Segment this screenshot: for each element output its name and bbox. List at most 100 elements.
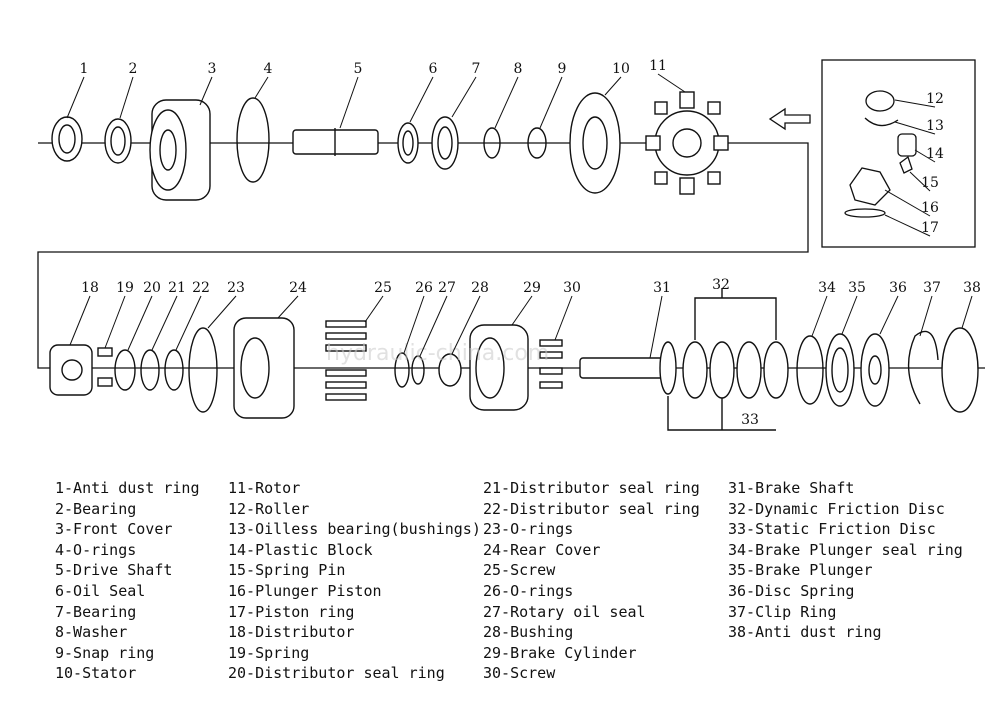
callout-leader <box>277 295 299 319</box>
callout-number: 7 <box>472 61 481 77</box>
callout-number: 4 <box>264 61 273 77</box>
callout-number: 31 <box>653 280 671 296</box>
part-anti-dust-ring-38 <box>941 327 979 413</box>
part-brake-plunger-seal-ring <box>796 335 824 405</box>
callout-leader <box>554 295 573 341</box>
legend-item: 30-Screw <box>483 664 556 683</box>
part-brake-shaft <box>579 357 671 379</box>
callout-number: 29 <box>523 280 541 296</box>
callout-leader <box>494 76 519 129</box>
callout-leader <box>604 76 622 96</box>
legend-item: 35-Brake Plunger <box>728 561 873 580</box>
callout-number: 8 <box>514 61 523 77</box>
part-distributor-seal-ring-20 <box>114 349 136 391</box>
part-screws-30 <box>539 339 563 389</box>
legend-item: 7-Bearing <box>55 602 137 621</box>
rotor-subassembly-frame <box>821 59 976 248</box>
legend-item: 25-Screw <box>483 561 556 580</box>
callout-number: 36 <box>889 280 907 296</box>
callout-leader <box>914 149 936 163</box>
part-distributor-seal-ring-21 <box>140 349 160 391</box>
callout-leader <box>254 76 269 99</box>
legend-item: 14-Plastic Block <box>228 540 373 559</box>
callout-number: 2 <box>129 61 138 77</box>
callout-number: 9 <box>558 61 567 77</box>
callout-number: 10 <box>612 61 630 77</box>
callout-number: 30 <box>563 280 581 296</box>
callout-number: 20 <box>143 280 161 296</box>
callout-number: 15 <box>921 175 939 191</box>
legend-item: 6-Oil Seal <box>55 581 146 600</box>
legend-item: 5-Drive Shaft <box>55 561 173 580</box>
callout-number: 13 <box>926 118 944 134</box>
legend-item: 29-Brake Cylinder <box>483 643 637 662</box>
callout-number: 11 <box>649 58 667 74</box>
callout-number: 27 <box>438 280 456 296</box>
legend-item: 13-Oilless bearing(bushings) <box>228 520 481 539</box>
callout-leader <box>539 76 563 129</box>
callout-number: 21 <box>168 280 186 296</box>
legend-item: 38-Anti dust ring <box>728 623 882 642</box>
legend-item: 37-Clip Ring <box>728 602 837 621</box>
callout-leader <box>894 99 936 108</box>
part-o-rings-23 <box>188 327 218 413</box>
callout-number: 23 <box>227 280 245 296</box>
part-o-ring <box>236 97 270 183</box>
legend-item: 26-O-rings <box>483 581 574 600</box>
callout-leader <box>207 295 237 329</box>
legend-item: 2-Bearing <box>55 499 137 518</box>
callout-leader <box>649 295 663 359</box>
legend-item: 12-Roller <box>228 499 310 518</box>
bracket-33 <box>667 396 776 431</box>
legend-item: 1-Anti dust ring <box>55 479 200 497</box>
callout-leader <box>127 295 153 351</box>
callout-leader <box>511 295 533 326</box>
legend-item: 33-Static Friction Disc <box>728 520 936 539</box>
callout-leader <box>884 214 931 237</box>
callout-leader <box>841 295 858 335</box>
callout-leader <box>69 295 91 346</box>
callout-leader <box>104 295 126 349</box>
callout-number: 32 <box>712 277 730 293</box>
callout-number: 3 <box>208 61 217 77</box>
legend-item: 8-Washer <box>55 623 128 642</box>
callout-leader <box>339 76 359 129</box>
legend-item: 23-O-rings <box>483 520 574 539</box>
callout-leader <box>919 295 933 337</box>
callout-leader <box>909 171 931 192</box>
part-screws-25 <box>325 320 367 401</box>
callout-leader <box>419 295 448 357</box>
callout-leader <box>879 295 899 335</box>
legend-item: 27-Rotary oil seal <box>483 602 646 621</box>
part-spring-pin <box>899 155 913 174</box>
legend-item: 4-O-rings <box>55 540 137 559</box>
callout-leader <box>894 121 936 135</box>
part-roller <box>865 90 895 112</box>
part-plunger-piston <box>849 167 891 206</box>
bracket-32 <box>694 288 777 340</box>
part-oilless-bearing <box>864 117 899 127</box>
callout-leader <box>409 76 434 123</box>
callout-number: 16 <box>921 200 939 216</box>
legend-item: 32-Dynamic Friction Disc <box>728 499 945 518</box>
callout-number: 6 <box>429 61 438 77</box>
callout-leader <box>364 295 384 323</box>
callout-leader <box>403 295 425 354</box>
legend-item: 15-Spring Pin <box>228 561 346 580</box>
part-washer <box>483 127 501 159</box>
legend-item: 20-Distributor seal ring <box>228 664 445 683</box>
part-springs <box>97 347 113 387</box>
part-o-rings-26 <box>394 352 410 388</box>
legend-item: 22-Distributor seal ring <box>483 499 700 518</box>
legend-column-3: 21-Distributor seal ring 22-Distributor s… <box>483 478 700 684</box>
legend-item: 21-Distributor seal ring <box>483 479 700 497</box>
callout-leader <box>119 76 134 119</box>
legend-item: 28-Bushing <box>483 623 574 642</box>
callout-number: 18 <box>81 280 99 296</box>
part-snap-ring <box>527 127 547 159</box>
legend-item: 31-Brake Shaft <box>728 479 855 497</box>
legend-item: 17-Piston ring <box>228 602 355 621</box>
legend-item: 34-Brake Plunger seal ring <box>728 540 963 559</box>
